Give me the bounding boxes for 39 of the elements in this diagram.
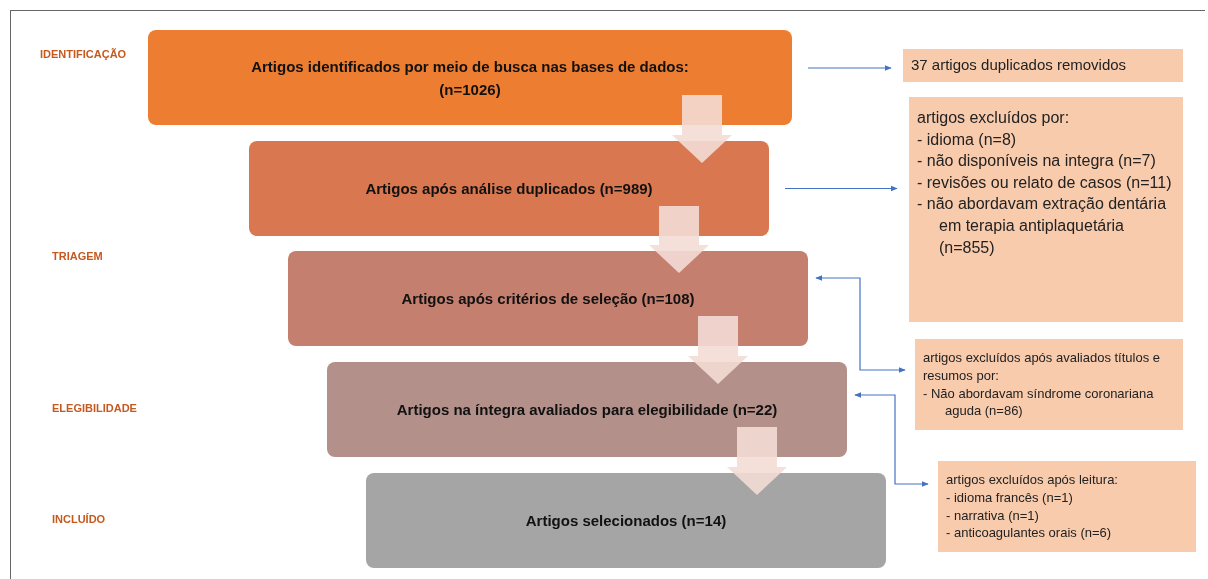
arrow — [784, 185, 898, 192]
list-item: - não disponíveis na integra (n=7) — [917, 151, 1157, 172]
block-arrow — [672, 95, 732, 163]
box-text: Artigos após análise duplicados (n=989) — [365, 180, 653, 197]
stage-label: ELEGIBILIDADE — [52, 402, 137, 414]
stage-label: TRIAGEM — [52, 250, 103, 262]
box-text: Artigos selecionados (n=14) — [525, 512, 727, 529]
box-heading: artigos excluídos após leitura: — [946, 471, 1119, 489]
block-arrow — [727, 427, 787, 495]
list-item: - narrativa (n=1) — [946, 506, 1040, 525]
box-text: (n=1026) — [439, 80, 501, 98]
exclusion-box — [938, 461, 1196, 552]
list-item: - revisões ou relato de casos (n=11) — [917, 172, 1173, 193]
exclusion-box — [903, 49, 1183, 82]
stage-label: INCLUÍDO — [52, 513, 106, 525]
list-item: - idioma francês (n=1) — [946, 488, 1074, 507]
process-box — [288, 251, 808, 346]
list-item: - Não abordavam síndrome coronariana aguda (n=86) — [923, 384, 1155, 420]
block-arrow — [649, 206, 709, 273]
process-box — [249, 141, 769, 236]
exclusion-box — [915, 339, 1183, 430]
box-heading: artigos excluídos após avaliados títulos e resumos por: — [923, 349, 1162, 385]
block-arrow — [688, 316, 748, 384]
arrow — [815, 275, 906, 373]
arrow — [854, 392, 929, 487]
exclusion-box — [909, 97, 1183, 322]
stage-label: IDENTIFICAÇÃO — [40, 48, 127, 60]
box-text: Artigos após critérios de seleção (n=108) — [401, 290, 695, 307]
process-box — [148, 30, 792, 125]
box-text: Artigos identificados por meio de busca nas bases de dados: — [251, 57, 689, 75]
box-heading: 37 artigos duplicados removidos — [911, 55, 1128, 76]
list-item: - anticoagulantes orais (n=6) — [946, 524, 1113, 542]
list-item: - idioma (n=8) — [917, 129, 1018, 150]
process-box — [366, 473, 886, 568]
arrow — [807, 65, 892, 71]
process-box — [327, 362, 847, 457]
box-text: Artigos na íntegra avaliados para elegibilidade (n=22) — [396, 401, 778, 418]
box-heading: artigos excluídos por: — [917, 108, 1071, 128]
list-item: - não abordavam extração dentária em terapia antiplaquetária (n=855) — [917, 194, 1168, 258]
